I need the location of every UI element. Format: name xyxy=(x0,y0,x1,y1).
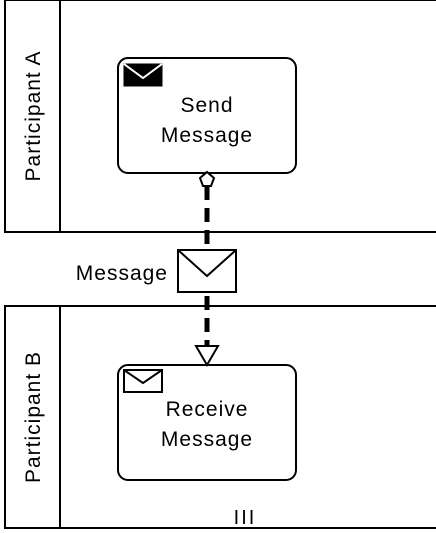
message-flow-arrowhead xyxy=(194,345,220,367)
message-envelope-icon xyxy=(177,249,237,293)
task-receive-message[interactable]: Receive Message xyxy=(117,364,297,481)
pool-a-label: Participant A xyxy=(22,51,45,182)
message-flow[interactable]: Message xyxy=(76,170,237,367)
multi-instance-marker: III xyxy=(234,507,257,529)
pool-b-border xyxy=(4,305,436,529)
pool-a-border xyxy=(4,0,436,233)
envelope-filled-icon xyxy=(123,63,163,87)
pool-participant-a[interactable]: Participant A xyxy=(4,0,436,233)
task-receive-label-line1: Receive xyxy=(166,398,249,421)
task-send-label-line1: Send xyxy=(180,94,233,117)
message-flow-label: Message xyxy=(76,262,168,285)
envelope-outline-icon xyxy=(123,369,163,393)
pool-participant-b[interactable]: Participant B xyxy=(4,305,436,529)
pool-b-label: Participant B xyxy=(22,351,45,483)
message-flow-source-marker xyxy=(198,170,216,187)
task-send-label-line2: Message xyxy=(161,124,253,147)
task-send-message[interactable]: Send Message xyxy=(117,57,297,174)
task-receive-label-line2: Message xyxy=(161,428,253,451)
